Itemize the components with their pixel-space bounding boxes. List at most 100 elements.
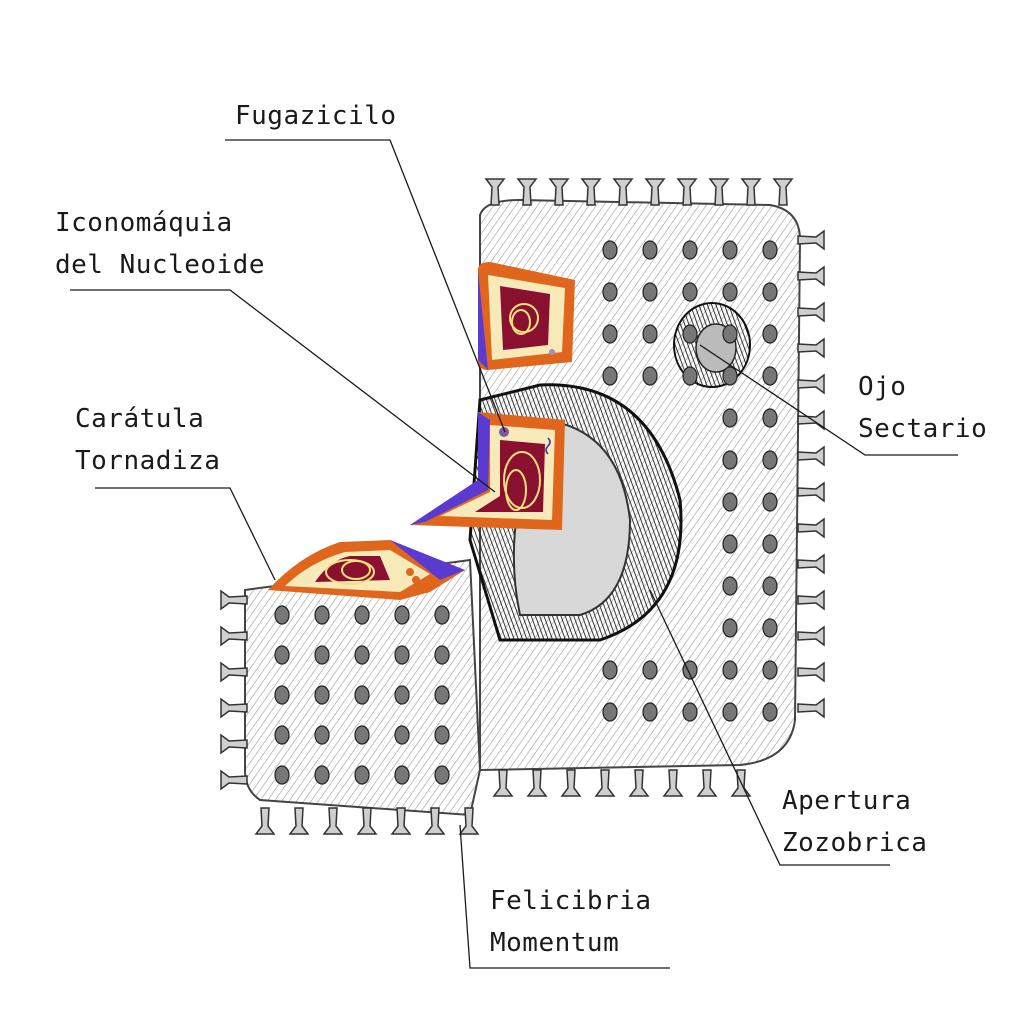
label-fugazicilo: Fugazicilo: [235, 95, 397, 137]
spike: [797, 481, 825, 503]
spike: [708, 178, 730, 206]
nucleoid-card-top: [478, 262, 575, 370]
label-line: Felicibria: [490, 886, 652, 916]
spike: [797, 373, 825, 395]
surface-knob: [722, 534, 738, 554]
surface-knob: [602, 240, 618, 260]
surface-knob: [314, 685, 330, 705]
label-line: Zozobrica: [782, 828, 928, 858]
surface-knob: [722, 576, 738, 596]
surface-knob: [354, 645, 370, 665]
surface-knob: [354, 685, 370, 705]
surface-knob: [682, 282, 698, 302]
label-line: Sectario: [858, 414, 988, 444]
surface-knob: [722, 492, 738, 512]
surface-knob: [602, 324, 618, 344]
spike: [492, 769, 514, 797]
label-line: Momentum: [490, 928, 620, 958]
spike: [220, 589, 248, 611]
spike: [797, 553, 825, 575]
surface-knob: [762, 660, 778, 680]
surface-knob: [762, 450, 778, 470]
surface-knob: [434, 645, 450, 665]
spike: [526, 769, 548, 797]
label-line: Fugazicilo: [235, 101, 397, 131]
surface-knob: [602, 366, 618, 386]
surface-knob: [314, 645, 330, 665]
label-line: Iconomáquia: [55, 208, 233, 238]
leader-fugazicilo: [225, 139, 506, 433]
spike: [288, 807, 310, 835]
surface-knob: [602, 702, 618, 722]
spike: [644, 178, 666, 206]
spike: [612, 178, 634, 206]
surface-knob: [274, 725, 290, 745]
surface-knob: [314, 725, 330, 745]
surface-knob: [394, 685, 410, 705]
spike: [560, 769, 582, 797]
surface-knob: [354, 605, 370, 625]
surface-knob: [434, 685, 450, 705]
spike: [390, 807, 412, 835]
spike: [797, 301, 825, 323]
surface-knob: [274, 605, 290, 625]
label-ojo: Ojo Sectario: [858, 366, 987, 450]
surface-knob: [762, 702, 778, 722]
spike: [797, 625, 825, 647]
surface-knob: [642, 660, 658, 680]
leader-apertura: [649, 589, 890, 866]
label-line: Tornadiza: [75, 446, 221, 476]
surface-knob: [762, 240, 778, 260]
surface-knob: [394, 645, 410, 665]
surface-knob: [602, 282, 618, 302]
surface-knob: [434, 765, 450, 785]
nucleoid-card-bottom: [268, 540, 465, 600]
spike: [484, 178, 506, 206]
surface-knob: [314, 605, 330, 625]
surface-knob: [434, 605, 450, 625]
label-line: Carátula: [75, 404, 205, 434]
spike: [797, 445, 825, 467]
surface-knob: [722, 366, 738, 386]
leader-felicibria: [459, 824, 670, 969]
surface-knob: [762, 576, 778, 596]
spike: [220, 769, 248, 791]
surface-knob: [762, 366, 778, 386]
surface-knob: [722, 240, 738, 260]
surface-knob: [642, 240, 658, 260]
label-apertura: Apertura Zozobrica: [782, 780, 927, 864]
spike: [797, 697, 825, 719]
spike: [254, 807, 276, 835]
label-caratula: Carátula Tornadiza: [75, 398, 220, 482]
surface-knob: [434, 725, 450, 745]
surface-knob: [682, 324, 698, 344]
spike: [220, 733, 248, 755]
spike: [356, 807, 378, 835]
spike: [797, 589, 825, 611]
spike: [676, 178, 698, 206]
surface-knob: [682, 702, 698, 722]
surface-knob: [274, 645, 290, 665]
surface-knob: [682, 660, 698, 680]
surface-knob: [394, 605, 410, 625]
leader-ojo: [699, 344, 958, 456]
spike: [797, 229, 825, 251]
leader-caratula: [95, 487, 276, 581]
surface-knob: [274, 685, 290, 705]
surface-knob: [354, 765, 370, 785]
surface-knob: [642, 366, 658, 386]
surface-knob: [722, 450, 738, 470]
spike: [516, 178, 538, 206]
surface-knob: [354, 725, 370, 745]
surface-knob: [762, 618, 778, 638]
surface-knob: [722, 702, 738, 722]
surface-knob: [642, 324, 658, 344]
spike: [548, 178, 570, 206]
surface-knob: [314, 765, 330, 785]
surface-knob: [602, 660, 618, 680]
surface-knob: [722, 618, 738, 638]
surface-knob: [762, 534, 778, 554]
spike: [594, 769, 616, 797]
spike: [220, 697, 248, 719]
